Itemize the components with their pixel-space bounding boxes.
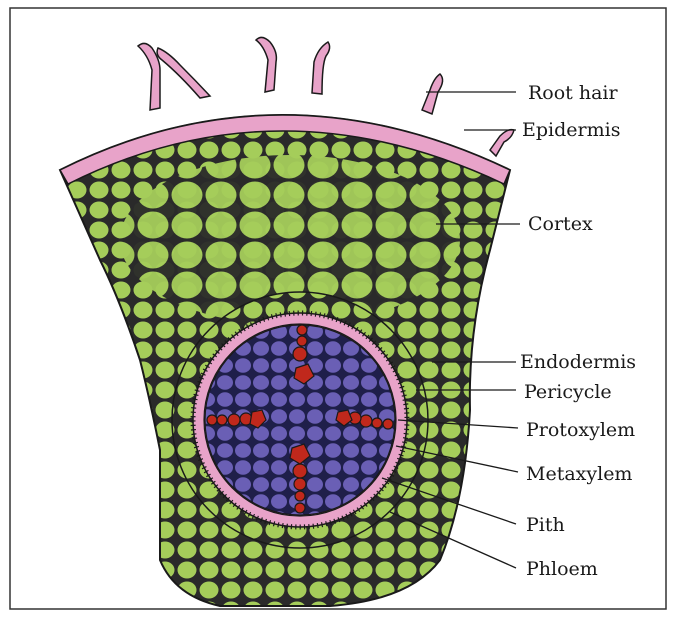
label-root-hair: Root hair	[528, 82, 618, 104]
protoxylem-top	[297, 325, 307, 335]
label-metaxylem: Metaxylem	[526, 463, 632, 485]
label-endodermis: Endodermis	[520, 351, 636, 373]
protoxylem-left	[207, 415, 217, 425]
protoxylem-right	[383, 419, 393, 429]
label-cortex: Cortex	[528, 213, 593, 235]
label-pith: Pith	[526, 514, 565, 536]
label-pericycle: Pericycle	[524, 381, 612, 403]
protoxylem-bottom	[295, 503, 305, 513]
label-epidermis: Epidermis	[522, 119, 620, 141]
label-protoxylem: Protoxylem	[526, 419, 635, 441]
label-phloem: Phloem	[526, 558, 598, 580]
labels: Root hair Epidermis Cortex Endodermis Pe…	[520, 82, 636, 580]
